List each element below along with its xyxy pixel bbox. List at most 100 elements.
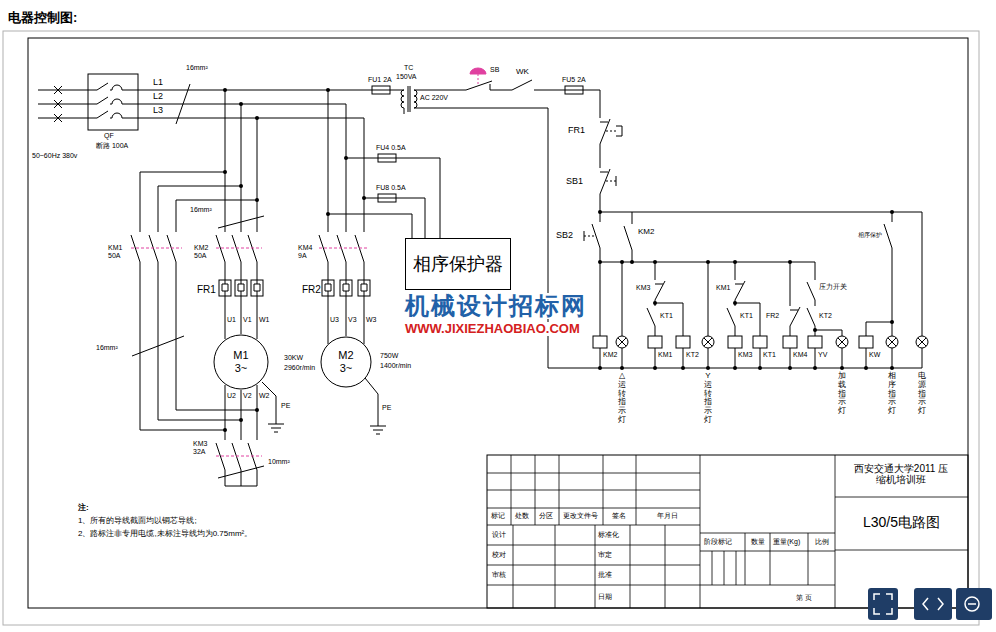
thermal-relay bbox=[219, 280, 370, 296]
schematic-part bbox=[733, 260, 737, 264]
schematic-part bbox=[600, 119, 610, 144]
schematic-part bbox=[598, 210, 602, 214]
note-text: 1、所有的导线截面均以铜芯导线; bbox=[78, 517, 197, 526]
schematic-part bbox=[344, 156, 348, 160]
title-block-text: 西安交通大学2011 压缩机培训班 bbox=[853, 463, 949, 485]
component-label: KM2 bbox=[638, 228, 654, 237]
indicator-lamps bbox=[616, 336, 928, 348]
schematic-part bbox=[653, 366, 657, 370]
component-label: 50~60Hz 380v bbox=[32, 152, 77, 160]
actuator-link bbox=[584, 131, 616, 236]
schematic-part bbox=[874, 594, 892, 614]
component-label: V3 bbox=[348, 316, 357, 324]
junction-dots bbox=[223, 88, 894, 432]
picture-border bbox=[3, 31, 979, 625]
motor-symbol: M13~ bbox=[213, 334, 269, 390]
component-label: 30KW bbox=[284, 354, 303, 362]
schematic-part bbox=[340, 280, 352, 296]
component-label: KM4 bbox=[793, 351, 807, 359]
schematic-part bbox=[255, 408, 259, 412]
schematic-part bbox=[965, 597, 979, 611]
component-label: 分区 bbox=[539, 512, 553, 520]
motor-circle bbox=[321, 337, 371, 387]
note-text: 注: bbox=[78, 504, 89, 513]
drawing-frame bbox=[28, 38, 968, 608]
schematic-part bbox=[807, 282, 815, 300]
component-label: 处数 bbox=[515, 512, 529, 520]
component-label: FR1 bbox=[568, 126, 585, 136]
schematic-part bbox=[890, 210, 894, 214]
schematic-part bbox=[884, 224, 892, 248]
schematic-part bbox=[790, 307, 800, 326]
component-label: PE bbox=[281, 402, 290, 410]
motor-symbol: M23~ bbox=[320, 336, 372, 388]
component-label: KM3 bbox=[738, 351, 752, 359]
schematic-part bbox=[235, 280, 247, 296]
schematic-part bbox=[813, 328, 817, 332]
schematic-part bbox=[598, 366, 602, 370]
drawing-name: L30/5电路图 bbox=[835, 515, 968, 530]
component-label: FR2 bbox=[302, 284, 321, 295]
node-text: 相序保护器 bbox=[413, 254, 503, 275]
schematic-part bbox=[676, 336, 690, 348]
component-label: 10mm² bbox=[268, 458, 290, 466]
component-label: 数量 bbox=[751, 538, 765, 546]
schematic-part bbox=[728, 336, 742, 348]
schematic-part bbox=[239, 102, 243, 106]
schematic-part bbox=[378, 154, 396, 162]
schematic-part bbox=[358, 280, 370, 296]
schematic-part bbox=[727, 308, 735, 326]
emergency-stop-link bbox=[478, 74, 479, 84]
component-label: 重量(Kg) bbox=[773, 538, 800, 546]
component-label: W2 bbox=[259, 392, 270, 400]
component-label: 更改文件号 bbox=[563, 512, 598, 520]
schematic-part bbox=[956, 588, 992, 620]
schematic-part bbox=[255, 198, 259, 202]
component-label: V1 bbox=[243, 316, 252, 324]
component-label: L2 bbox=[153, 92, 163, 102]
title-block-grid bbox=[487, 455, 968, 608]
emergency-stop-head bbox=[470, 68, 486, 74]
component-label: KM3 32A bbox=[193, 440, 213, 455]
component-label: KT2 bbox=[686, 351, 699, 359]
watermark: 机械设计招标网 bbox=[405, 293, 587, 319]
component-label: FR2 bbox=[766, 312, 779, 320]
schematic-part bbox=[378, 194, 396, 202]
schematic-part bbox=[620, 366, 624, 370]
watermark: WWW.JIXIEZHAOBIAO.COM bbox=[405, 322, 580, 336]
schematic-part bbox=[251, 280, 263, 296]
schematic-part bbox=[681, 366, 685, 370]
component-label: L1 bbox=[153, 78, 163, 88]
device-box: 相序保护器 bbox=[405, 238, 511, 290]
schematic-part bbox=[968, 603, 976, 605]
lamp-label: 相序指示灯 bbox=[888, 372, 896, 416]
relay-coils bbox=[593, 336, 873, 348]
component-label: 签名 bbox=[612, 512, 626, 520]
component-label: FU5 2A bbox=[562, 76, 586, 84]
schematic-part bbox=[372, 86, 390, 94]
breaker-housing bbox=[88, 74, 138, 130]
note-text: 2、路标注非专用电缆,未标注导线均为0.75mm²。 bbox=[78, 530, 252, 539]
schematic-part bbox=[788, 366, 792, 370]
component-label: KT2 bbox=[819, 312, 832, 320]
schematic-part bbox=[370, 426, 386, 434]
schematic-part bbox=[322, 280, 334, 296]
component-label: 审定 bbox=[598, 551, 612, 559]
schematic-part bbox=[916, 336, 928, 348]
component-label: 相序保护 bbox=[858, 232, 882, 239]
schematic-part bbox=[653, 260, 657, 264]
lamp-label: 电源指示灯 bbox=[918, 372, 926, 416]
component-label: PE bbox=[382, 404, 391, 412]
schematic-part bbox=[620, 260, 624, 264]
component-label: 日期 bbox=[598, 593, 612, 601]
schematic-part bbox=[813, 366, 817, 370]
component-label: 16mm² bbox=[190, 206, 212, 214]
schematic-part bbox=[653, 301, 657, 305]
component-label: W1 bbox=[259, 316, 270, 324]
ground-symbol bbox=[268, 424, 386, 434]
component-label: KT1 bbox=[660, 312, 673, 320]
lamp-label: 加载指示灯 bbox=[838, 372, 846, 416]
component-label: YV bbox=[818, 351, 827, 359]
component-label: KT1 bbox=[740, 312, 753, 320]
motor-circle bbox=[214, 335, 268, 389]
